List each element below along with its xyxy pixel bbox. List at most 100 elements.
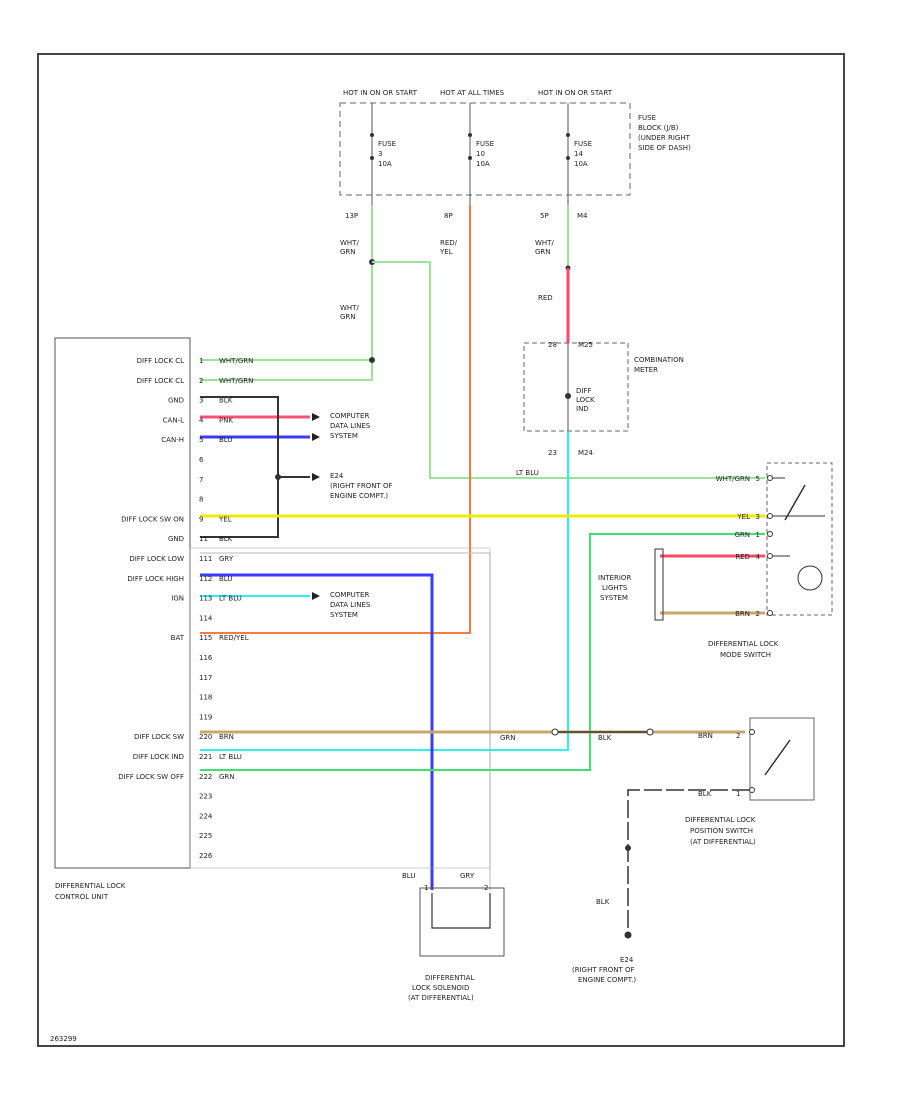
ground-e24-label: E24 (RIGHT FRONT OF ENGINE COMPT.) xyxy=(330,472,395,500)
control-unit xyxy=(54,337,491,869)
solenoid-outline xyxy=(419,887,505,957)
arrow-can-l xyxy=(312,413,320,421)
mode-switch-label: DIFFERENTIAL LOCK MODE SWITCH xyxy=(708,640,781,659)
position-switch-pin-2 xyxy=(749,729,755,735)
position-switch-pin1-label: 1 xyxy=(736,790,740,798)
fuse-box-outline xyxy=(339,102,631,196)
combination-meter: 28 M25 23 M24 DIFF LOCK IND COMBINATION … xyxy=(523,341,684,457)
cu-pin-number: 113 xyxy=(199,595,212,603)
position-switch-pin2-label: 2 xyxy=(736,732,740,740)
fuse-pin-5p: 5P xyxy=(540,212,549,220)
cu-pin-number: 220 xyxy=(199,733,212,741)
wire-lt-blu-ind xyxy=(200,430,569,751)
cu-pin-number: 223 xyxy=(199,793,212,801)
ground-terminal-icon xyxy=(624,931,632,939)
meter-outline xyxy=(523,342,629,432)
solenoid-pin-1: 1 xyxy=(424,884,428,892)
cu-pin-number: 6 xyxy=(199,456,204,464)
label-red: RED xyxy=(538,294,553,302)
cu-wire-label: BLU xyxy=(219,436,232,444)
position-switch-contact xyxy=(764,739,791,776)
fuse1-bottom-dot xyxy=(370,156,374,160)
cu-pin-number: 111 xyxy=(199,555,212,563)
cu-pin-number: 115 xyxy=(199,634,212,642)
splice-blk xyxy=(275,474,281,480)
cu-pin-number: 221 xyxy=(199,753,212,761)
position-switch-label: DIFFERENTIAL LOCK POSITION SWITCH (AT DI… xyxy=(685,816,758,846)
label-wht-grn-3: WHT/ GRN xyxy=(535,239,556,256)
label-wht-grn-1: WHT/ GRN xyxy=(340,239,361,256)
wire-blk-pos-ground xyxy=(627,789,750,935)
cu-signal-name: DIFF LOCK SW xyxy=(134,733,184,741)
fuse1-top-dot xyxy=(370,133,374,137)
mode-switch-pin-2 xyxy=(767,610,773,616)
control-unit-dashed xyxy=(189,547,491,869)
wire-grn-mode-switch xyxy=(200,533,765,771)
fuse3-top-dot xyxy=(566,133,570,137)
cu-signal-name: BAT xyxy=(171,634,185,642)
cu-pin-number: 4 xyxy=(199,416,204,424)
position-switch-outline xyxy=(749,717,815,801)
cu-pin-number: 11 xyxy=(199,535,208,543)
mode-switch: DIFFERENTIAL LOCK MODE SWITCH xyxy=(708,462,833,659)
outer-frame xyxy=(37,53,845,1047)
computer-data-lines-1: COMPUTER DATA LINES SYSTEM xyxy=(330,412,373,440)
cu-pin-number: 114 xyxy=(199,614,213,622)
fuse2-bottom-dot xyxy=(468,156,472,160)
connector-brn-2 xyxy=(646,728,654,736)
mode-switch-outline xyxy=(766,462,833,616)
cu-wire-label: LT BLU xyxy=(219,595,242,603)
meter-pin-m25: M25 xyxy=(578,341,593,349)
label-blu-sol: BLU xyxy=(402,872,415,880)
ground-bottom-label: E24 (RIGHT FRONT OF ENGINE COMPT.) xyxy=(572,956,637,984)
arrow-can-h xyxy=(312,433,320,441)
cu-wire-label: PNK xyxy=(219,416,233,424)
position-switch: DIFFERENTIAL LOCK POSITION SWITCH (AT DI… xyxy=(685,717,815,846)
label-grn-bottom: GRN xyxy=(500,734,516,742)
wire-wht-grn-to-mode-switch xyxy=(372,261,765,479)
cu-signal-name: CAN-H xyxy=(161,436,184,444)
mode-switch-lamp-icon xyxy=(797,565,823,591)
cu-signal-name: IGN xyxy=(171,595,184,603)
fuse-pin-13p: 13P xyxy=(345,212,358,220)
cu-signal-name: DIFF LOCK LOW xyxy=(129,555,184,563)
cu-signal-name: DIFF LOCK IND xyxy=(133,753,184,761)
cu-pin-number: 119 xyxy=(199,713,212,721)
fuse-pin-m4: M4 xyxy=(577,212,588,220)
control-unit-name: DIFFERENTIAL LOCK CONTROL UNIT xyxy=(55,882,128,901)
wire-red-yel-bat xyxy=(200,205,471,634)
meter-pin-28: 28 xyxy=(548,341,557,349)
cu-wire-label: WHT/GRN xyxy=(219,377,253,385)
cu-signal-name: GND xyxy=(168,397,184,405)
cu-wire-label: BLU xyxy=(219,575,232,583)
meter-lamp-icon xyxy=(565,393,571,399)
fuse2-label: FUSE 10 10A xyxy=(476,140,496,168)
interior-lights-box xyxy=(654,548,664,621)
position-switch-pin-1 xyxy=(749,787,755,793)
interior-lights-label: INTERIOR LIGHTS SYSTEM xyxy=(598,574,634,602)
label-blk-bottom: BLK xyxy=(598,734,612,742)
cu-signal-name: GND xyxy=(168,535,184,543)
splice-pos-ground xyxy=(625,845,631,851)
cu-signal-name: DIFF LOCK CL xyxy=(137,357,184,365)
mode-switch-wire-label: YEL xyxy=(736,513,750,521)
cu-pin-number: 8 xyxy=(199,496,203,504)
mode-switch-pin-label: 2 xyxy=(756,610,760,618)
cu-pin-number: 225 xyxy=(199,832,212,840)
meter-pin-23: 23 xyxy=(548,449,557,457)
cu-pin-number: 222 xyxy=(199,773,212,781)
cu-pin-number: 116 xyxy=(199,654,213,662)
arrow-blk-e24 xyxy=(312,473,320,481)
mode-switch-pin-5 xyxy=(767,475,773,481)
cu-wire-label: YEL xyxy=(218,515,232,523)
mode-switch-wire-label: RED xyxy=(735,553,750,561)
label-gry-sol: GRY xyxy=(460,872,475,880)
cu-signal-name: DIFF LOCK HIGH xyxy=(127,575,184,583)
cu-pin-number: 117 xyxy=(199,674,212,682)
mode-switch-pin-label: 4 xyxy=(756,553,761,561)
fuse1-label: FUSE 3 10A xyxy=(378,140,398,168)
position-switch-wire-blk: BLK xyxy=(698,790,712,798)
